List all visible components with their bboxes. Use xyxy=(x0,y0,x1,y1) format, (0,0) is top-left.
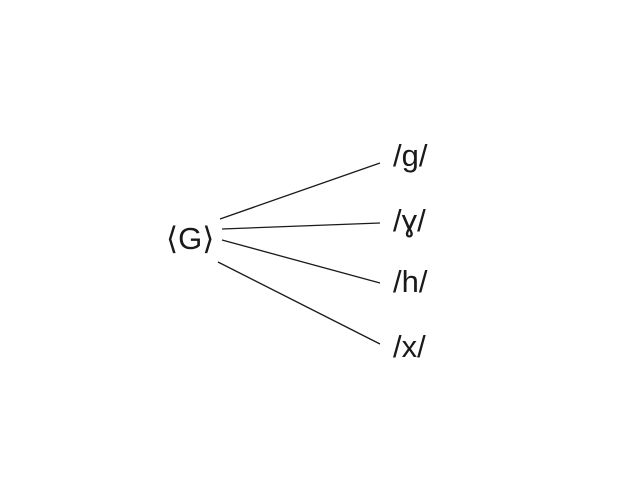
target-phoneme-gamma: /ɣ/ xyxy=(393,203,426,238)
source-grapheme: ⟨G⟩ xyxy=(166,221,215,256)
connector-line-h xyxy=(221,239,381,284)
target-phoneme-g: /g/ xyxy=(393,138,428,173)
connector-line-gamma xyxy=(221,222,381,230)
connector-line-g xyxy=(219,162,381,220)
target-phoneme-x: /x/ xyxy=(393,329,426,364)
connector-line-x xyxy=(217,261,381,345)
target-phoneme-h: /h/ xyxy=(393,264,428,299)
